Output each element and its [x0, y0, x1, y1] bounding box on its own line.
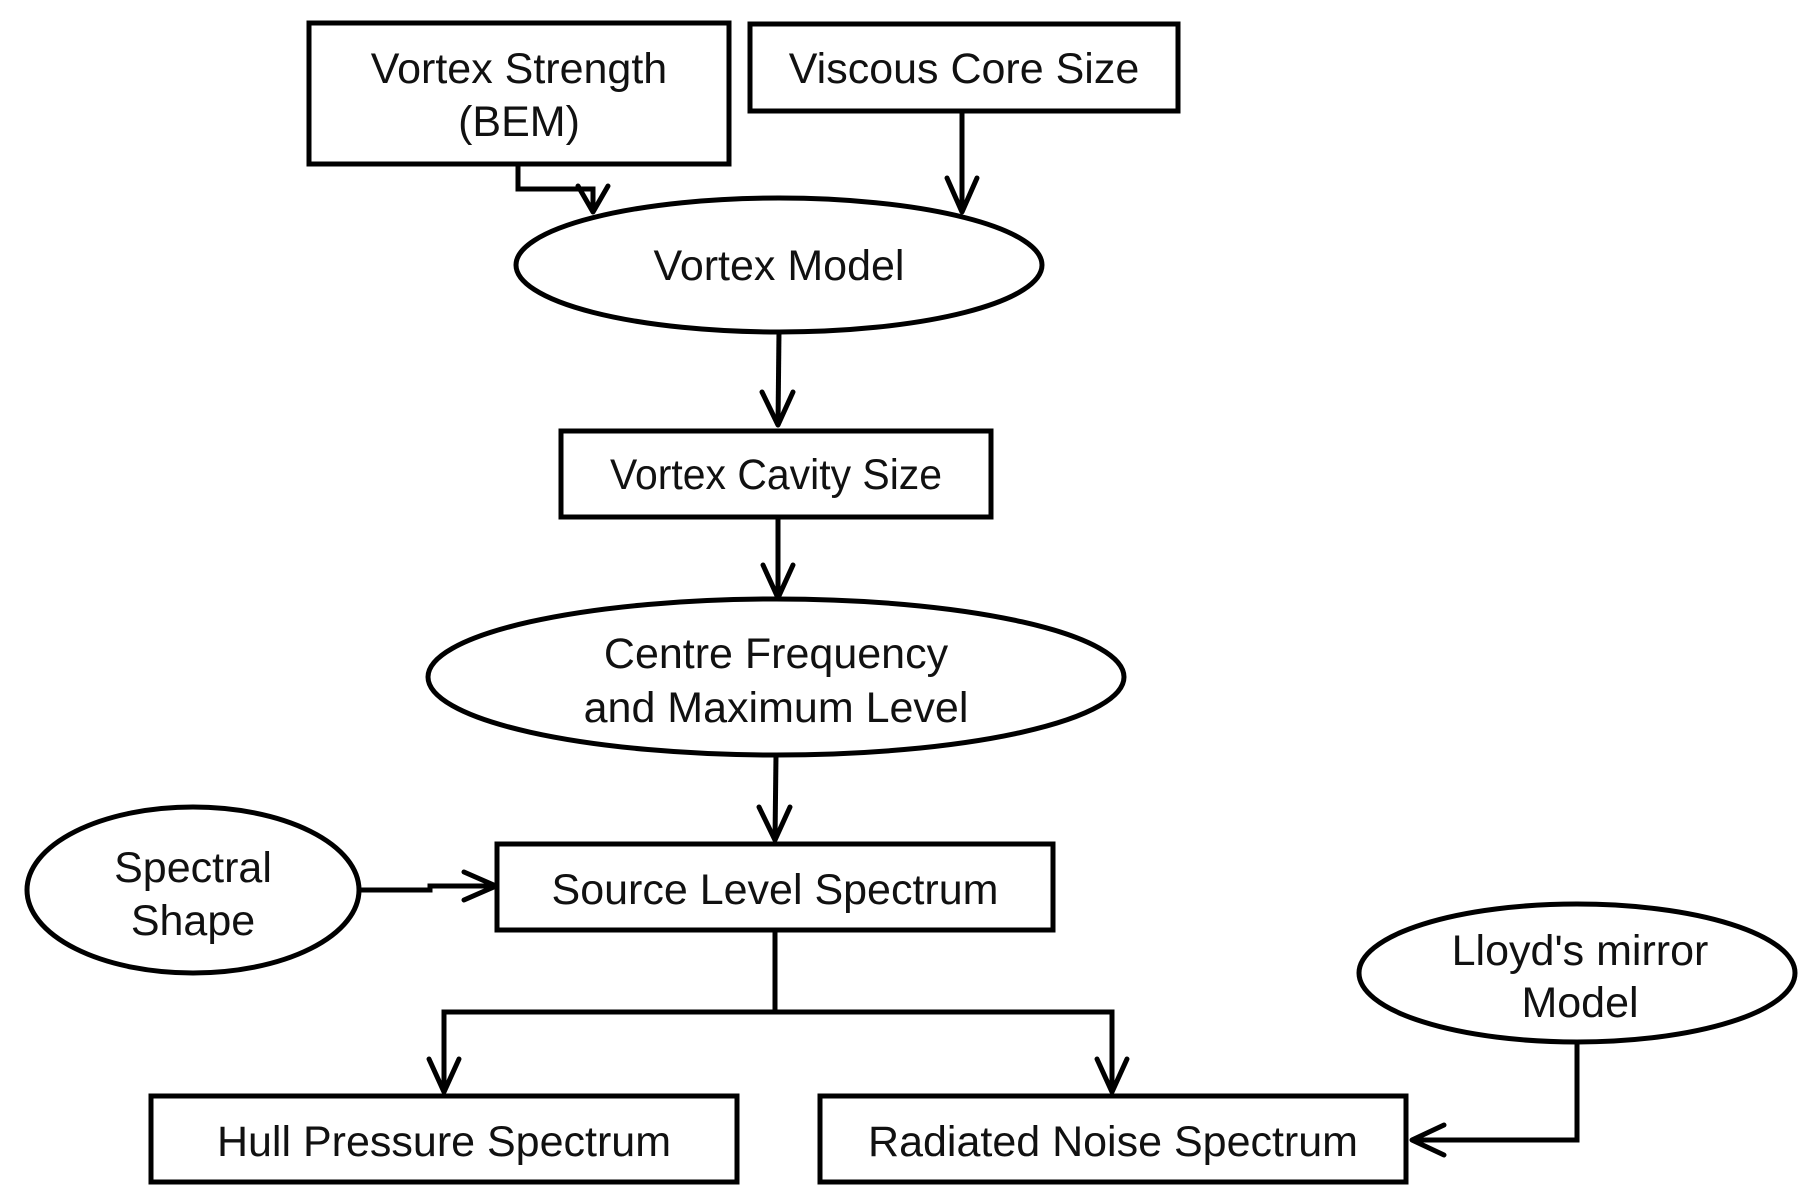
edge-vortex-strength-to-vortex-model: [515, 164, 611, 215]
node-label-line2: and Maximum Level: [584, 684, 969, 732]
arrowhead: [759, 389, 796, 428]
box: [494, 841, 1056, 933]
arrowhead: [1409, 1122, 1447, 1158]
node-label: Vortex Cavity Size: [610, 451, 942, 499]
node-label-line1: Spectral: [114, 844, 272, 892]
node-viscous-core-size: Viscous Core Size: [747, 21, 1181, 114]
node-vortex-cavity-size: Vortex Cavity Size: [558, 428, 994, 520]
node-label: Vortex Model: [654, 242, 905, 290]
node-vortex-model: Vortex Model: [513, 195, 1045, 335]
node-source-level-spectrum: Source Level Spectrum: [494, 841, 1056, 933]
node-label-line2: Model: [1521, 979, 1638, 1027]
box: [747, 21, 1181, 114]
edge-viscous-core-to-vortex-model: [944, 111, 980, 215]
edge-centre-frequency-to-source-level: [756, 754, 793, 843]
node-label: Viscous Core Size: [789, 45, 1140, 93]
node-label: Source Level Spectrum: [552, 866, 999, 914]
node-centre-frequency: Centre Frequency and Maximum Level: [425, 596, 1127, 758]
edge-lloyds-mirror-to-radiated-noise: [1409, 1042, 1580, 1158]
node-radiated-noise-spectrum: Radiated Noise Spectrum: [817, 1093, 1409, 1185]
edge-vortex-model-to-cavity-size: [759, 330, 796, 428]
node-vortex-strength: Vortex Strength (BEM): [306, 20, 732, 167]
node-label-line2: (BEM): [458, 98, 580, 146]
arrowhead: [756, 804, 793, 843]
edge-spectral-shape-to-source-level: [358, 869, 499, 903]
edge-source-level-split: [426, 930, 1130, 1095]
box: [558, 428, 994, 520]
box: [817, 1093, 1409, 1185]
node-label: Hull Pressure Spectrum: [217, 1118, 671, 1166]
arrowhead: [575, 183, 611, 215]
arrowhead: [944, 175, 980, 215]
ellipse: [513, 195, 1045, 335]
box: [148, 1093, 740, 1185]
node-label: Radiated Noise Spectrum: [868, 1118, 1358, 1166]
node-hull-pressure-spectrum: Hull Pressure Spectrum: [148, 1093, 740, 1185]
ellipse: [24, 804, 362, 976]
node-label-line2: Shape: [131, 897, 255, 945]
node-lloyds-mirror: Lloyd's mirror Model: [1356, 901, 1798, 1045]
ellipse: [1356, 901, 1798, 1045]
node-label-line1: Vortex Strength: [371, 45, 667, 93]
node-label-line1: Centre Frequency: [604, 630, 949, 678]
arrowhead: [1094, 1056, 1130, 1095]
box: [306, 20, 732, 167]
node-spectral-shape: Spectral Shape: [24, 804, 362, 976]
node-label-line1: Lloyd's mirror: [1452, 927, 1709, 975]
edge-cavity-size-to-centre-frequency: [760, 517, 796, 601]
ellipse: [425, 596, 1127, 758]
connectors: [358, 111, 1580, 1158]
arrowhead: [426, 1056, 462, 1095]
